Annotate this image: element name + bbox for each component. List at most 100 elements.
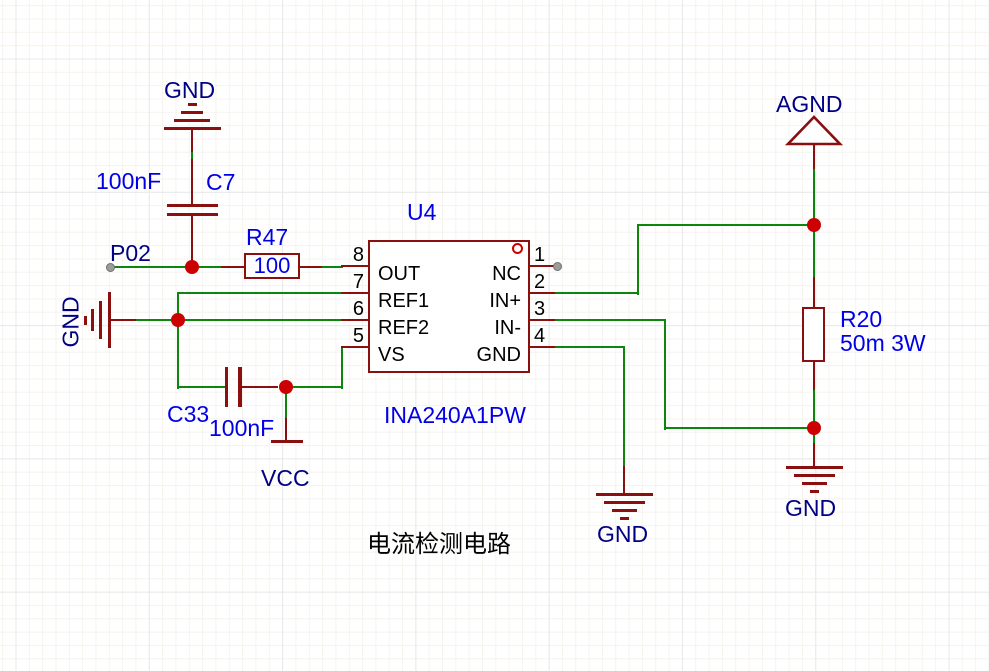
wire-inplus-top[interactable] — [636, 223, 816, 227]
vcc-bar — [271, 439, 303, 443]
ground-bar — [99, 301, 102, 339]
ground-bar — [785, 465, 843, 469]
schematic-title[interactable]: 电流检测电路 — [367, 531, 511, 558]
wire-inplus-riser[interactable] — [636, 223, 640, 295]
ground-bar — [809, 490, 819, 493]
junction-dot[interactable] — [171, 313, 185, 327]
ground-bar — [603, 501, 645, 504]
net-label-gnd-top[interactable]: GND — [164, 77, 216, 103]
pin-name: GND — [476, 344, 521, 366]
c7-top-lead — [190, 129, 194, 204]
junction-dot[interactable] — [185, 260, 199, 274]
junction-dot[interactable] — [807, 421, 821, 435]
net-label-gnd-middle[interactable]: GND — [597, 521, 649, 547]
ground-bar — [187, 103, 197, 106]
wire-inminus-bottom[interactable] — [663, 426, 816, 430]
net-label-agnd[interactable]: AGND — [776, 91, 843, 117]
wire-c33-drop[interactable] — [176, 318, 180, 389]
junction-dot[interactable] — [279, 380, 293, 394]
pin-7-stub — [341, 291, 368, 295]
wire-segment — [190, 152, 194, 159]
ground-bar — [107, 292, 111, 348]
pin-name: NC — [492, 263, 521, 285]
pin-5-stub — [341, 345, 368, 349]
ground-bar — [91, 309, 94, 331]
r20-designator-label[interactable]: R20 — [840, 306, 883, 332]
ground-bar — [793, 474, 835, 477]
pin-name: IN- — [494, 317, 521, 339]
junction-dot[interactable] — [807, 218, 821, 232]
pin-8-stub — [341, 264, 368, 268]
pin-number: 8 — [352, 244, 364, 266]
c33-plate — [225, 367, 229, 407]
net-label-p02[interactable]: P02 — [110, 240, 151, 266]
p02-terminal[interactable] — [105, 262, 115, 272]
r20-bottom-lead — [812, 360, 816, 392]
ground-bar — [619, 517, 629, 520]
c7-plate — [167, 212, 218, 216]
r20-top-lead — [812, 277, 816, 309]
wire-p02[interactable] — [111, 265, 197, 269]
pin-1-terminal[interactable] — [552, 261, 562, 271]
ground-bar — [174, 118, 210, 122]
wire-c33-left[interactable] — [176, 385, 227, 389]
net-label-gnd-right[interactable]: GND — [785, 495, 837, 521]
wire-segment — [322, 265, 343, 269]
wire-inplus[interactable] — [555, 291, 639, 295]
wire-vs-riser[interactable] — [340, 345, 344, 389]
wire-segment — [197, 265, 221, 269]
pin-number: 7 — [352, 271, 364, 293]
pin-4-stub — [530, 345, 557, 349]
ic-body — [368, 240, 530, 373]
pin-3-stub — [530, 318, 557, 322]
pin-1-stub — [530, 264, 557, 268]
r47-value-label[interactable]: 100 — [253, 253, 291, 278]
pin-number: 4 — [534, 325, 546, 347]
c7-plate — [167, 203, 218, 207]
pin-name: VS — [378, 344, 405, 366]
c7-designator-label[interactable]: C7 — [206, 169, 236, 195]
r47-right-lead — [298, 265, 324, 269]
u4-designator-label[interactable]: U4 — [407, 199, 437, 225]
no-connect-icon — [511, 243, 523, 254]
wire-inminus[interactable] — [555, 318, 666, 322]
agnd-stem — [812, 144, 816, 171]
ground-bar — [611, 509, 637, 512]
ground-bar — [163, 127, 221, 130]
wire-ref2[interactable] — [136, 318, 343, 322]
net-label-vcc[interactable]: VCC — [261, 465, 310, 491]
u4-part-label[interactable]: INA240A1PW — [384, 402, 526, 428]
pin-number: 2 — [534, 271, 546, 293]
pin-number: 1 — [534, 244, 546, 266]
vcc-stem — [284, 418, 288, 442]
pin-number: 3 — [534, 298, 546, 320]
pin-2-stub — [530, 291, 557, 295]
wire-ref1[interactable] — [176, 291, 343, 295]
ground-bar — [181, 110, 203, 114]
wire-icgnd-drop[interactable] — [622, 345, 626, 468]
wire-icgnd[interactable] — [555, 345, 625, 349]
c7-value-label[interactable]: 100nF — [96, 168, 162, 194]
wire-inminus-drop[interactable] — [663, 318, 667, 430]
ground-bar — [595, 492, 653, 496]
wire-segment — [284, 385, 288, 419]
r47-designator-label[interactable]: R47 — [246, 224, 289, 250]
r47-body — [244, 253, 300, 279]
wire-ref1-riser[interactable] — [176, 291, 180, 322]
pin-number: 6 — [352, 298, 364, 320]
wire-shunt-bottom[interactable] — [812, 390, 816, 445]
wire-vs[interactable] — [291, 385, 343, 389]
agnd-triangle — [784, 115, 844, 146]
pin-name: IN+ — [489, 290, 521, 312]
net-label-gnd-left[interactable]: GND — [57, 296, 84, 348]
ground-stem — [622, 466, 626, 495]
pin-name: REF1 — [378, 290, 430, 312]
c33-designator-label[interactable]: C33 — [167, 401, 210, 427]
pin-name: REF2 — [378, 317, 430, 339]
c33-value-label[interactable]: 100nF — [209, 415, 275, 441]
ground-stem — [110, 318, 138, 322]
pin-number: 5 — [352, 325, 364, 347]
r20-value-label[interactable]: 50m 3W — [840, 330, 926, 356]
ground-bar — [83, 315, 87, 325]
